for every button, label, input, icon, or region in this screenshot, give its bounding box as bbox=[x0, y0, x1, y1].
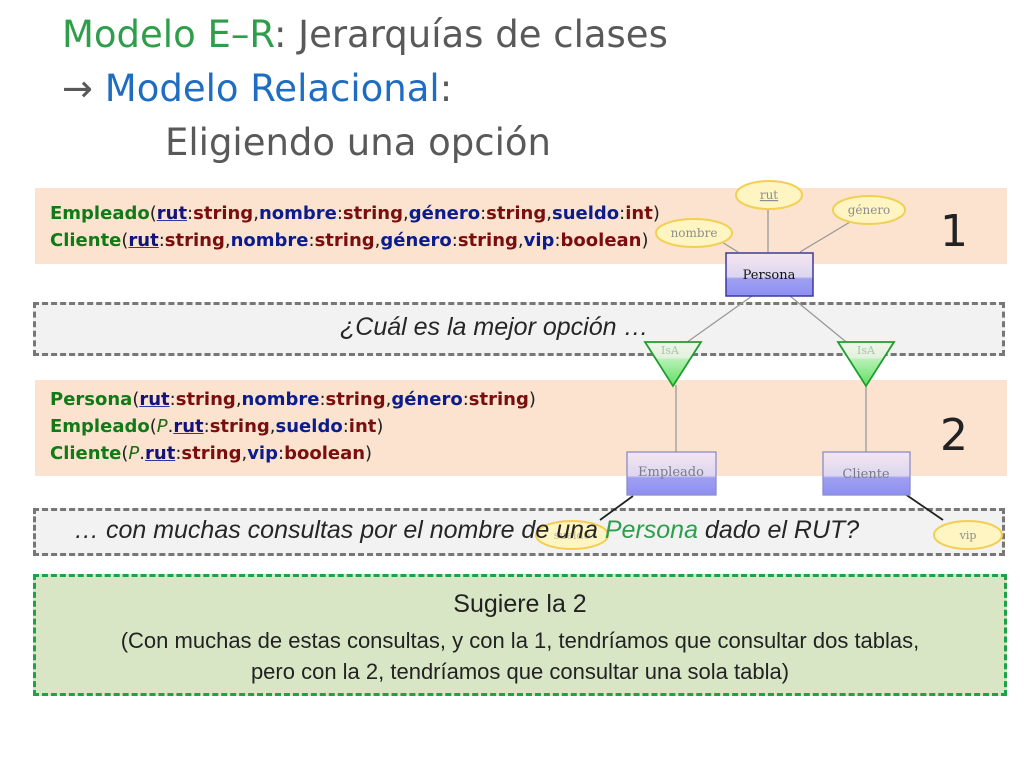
question-1-text: ¿Cuál es la mejor opción … bbox=[340, 313, 649, 341]
relation-name: Persona bbox=[50, 389, 133, 410]
entity-persona-label: Persona bbox=[743, 268, 796, 283]
isa-left-label: IsA bbox=[661, 344, 680, 357]
attribute-type: string bbox=[164, 230, 225, 251]
attribute-type: int bbox=[348, 416, 377, 437]
attribute-name: rut bbox=[156, 203, 188, 224]
attribute-name: rut bbox=[173, 416, 204, 437]
attribute-name: sueldo bbox=[551, 203, 620, 224]
attribute-type: string bbox=[193, 203, 254, 224]
attribute-type: string bbox=[209, 416, 270, 437]
attribute-type: boolean bbox=[560, 230, 642, 251]
attribute-sueldo-label: sueldo bbox=[554, 529, 591, 542]
attribute-nombre-label: nombre bbox=[671, 226, 718, 240]
title-er-model: Modelo E–R bbox=[62, 13, 274, 56]
option-2-schema: Persona(rut:string,nombre:string,género:… bbox=[50, 386, 536, 467]
schema-persona-2: Persona(rut:string,nombre:string,género:… bbox=[50, 389, 536, 410]
isa-left: IsA bbox=[643, 341, 703, 388]
connector-lines-dark bbox=[599, 493, 944, 521]
schema-empleado-2: Empleado(P.rut:string,sueldo:int) bbox=[50, 416, 384, 437]
entity-persona: Persona bbox=[725, 252, 814, 297]
attribute-name: sueldo bbox=[275, 416, 343, 437]
title-line-2: → Modelo Relacional: bbox=[62, 70, 452, 107]
attribute-type: string bbox=[314, 230, 375, 251]
entity-empleado: Empleado bbox=[626, 451, 717, 496]
attribute-rut-label: rut bbox=[760, 188, 778, 202]
attribute-name: nombre bbox=[230, 230, 309, 251]
foreign-key-prefix: P bbox=[156, 416, 168, 437]
option-1-schema: Empleado(rut:string,nombre:string,género… bbox=[50, 200, 660, 254]
title-arrow: → bbox=[62, 67, 105, 110]
isa-right-label: IsA bbox=[857, 344, 876, 357]
title-colon: : bbox=[439, 67, 453, 110]
entity-empleado-label: Empleado bbox=[638, 465, 704, 480]
question-2-box bbox=[33, 508, 1005, 556]
question-2-persona: Persona bbox=[604, 516, 698, 544]
title-hierarchies: : Jerarquías de clases bbox=[273, 13, 668, 56]
entity-cliente-label: Cliente bbox=[842, 467, 890, 482]
schema-empleado-1: Empleado(rut:string,nombre:string,género… bbox=[50, 203, 660, 224]
answer-headline: Sugiere la 2 bbox=[453, 590, 587, 618]
isa-right: IsA bbox=[836, 341, 896, 388]
attribute-rut: rut bbox=[735, 180, 803, 210]
question-2-part1: … con muchas consultas por el nombre de … bbox=[74, 516, 605, 544]
attribute-type: string bbox=[468, 389, 529, 410]
attribute-name: nombre bbox=[258, 203, 337, 224]
question-2-text: … con muchas consultas por el nombre de … bbox=[74, 516, 859, 545]
relation-name: Cliente bbox=[50, 443, 122, 464]
attribute-name: género bbox=[380, 230, 452, 251]
attribute-type: string bbox=[325, 389, 386, 410]
schema-cliente-1: Cliente(rut:string,nombre:string,género:… bbox=[50, 230, 649, 251]
attribute-type: boolean bbox=[284, 443, 366, 464]
foreign-key-prefix: P bbox=[128, 443, 140, 464]
attribute-name: nombre bbox=[241, 389, 320, 410]
title-line-1: Modelo E–R: Jerarquías de clases bbox=[62, 16, 668, 53]
attribute-type: string bbox=[342, 203, 403, 224]
answer-explanation-line-2: pero con la 2, tendríamos que consultar … bbox=[250, 659, 790, 684]
answer-box bbox=[33, 574, 1007, 696]
attribute-name: vip bbox=[247, 443, 278, 464]
attribute-name: rut bbox=[128, 230, 159, 251]
attribute-vip: vip bbox=[933, 520, 1003, 550]
attribute-name: rut bbox=[139, 389, 170, 410]
attribute-vip-label: vip bbox=[959, 529, 977, 542]
attribute-type: int bbox=[625, 203, 653, 224]
relation-name: Empleado bbox=[50, 416, 150, 437]
attribute-type: string bbox=[486, 203, 547, 224]
connector-lines bbox=[675, 208, 867, 452]
title-relational-model: Modelo Relacional bbox=[104, 67, 440, 110]
entity-cliente: Cliente bbox=[822, 451, 911, 496]
attribute-name: género bbox=[391, 389, 463, 410]
attribute-type: string bbox=[175, 389, 236, 410]
relation-name: Cliente bbox=[50, 230, 122, 251]
attribute-name: género bbox=[408, 203, 481, 224]
attribute-type: string bbox=[457, 230, 518, 251]
question-2-part2: dado el RUT? bbox=[697, 516, 860, 544]
attribute-type: string bbox=[181, 443, 242, 464]
option-2-number: 2 bbox=[940, 410, 968, 461]
option-1-number: 1 bbox=[940, 206, 968, 257]
relation-name: Empleado bbox=[50, 203, 150, 224]
answer-explanation-line-1: (Con muchas de estas consultas, y con la… bbox=[120, 628, 920, 653]
attribute-genero: género bbox=[832, 195, 906, 225]
title-line-3: Eligiendo una opción bbox=[165, 121, 551, 164]
attribute-nombre: nombre bbox=[655, 218, 733, 248]
attribute-name: rut bbox=[145, 443, 176, 464]
attribute-sueldo: sueldo bbox=[535, 520, 609, 550]
attribute-name: vip bbox=[523, 230, 555, 251]
schema-cliente-2: Cliente(P.rut:string,vip:boolean) bbox=[50, 443, 373, 464]
attribute-genero-label: género bbox=[848, 203, 891, 217]
